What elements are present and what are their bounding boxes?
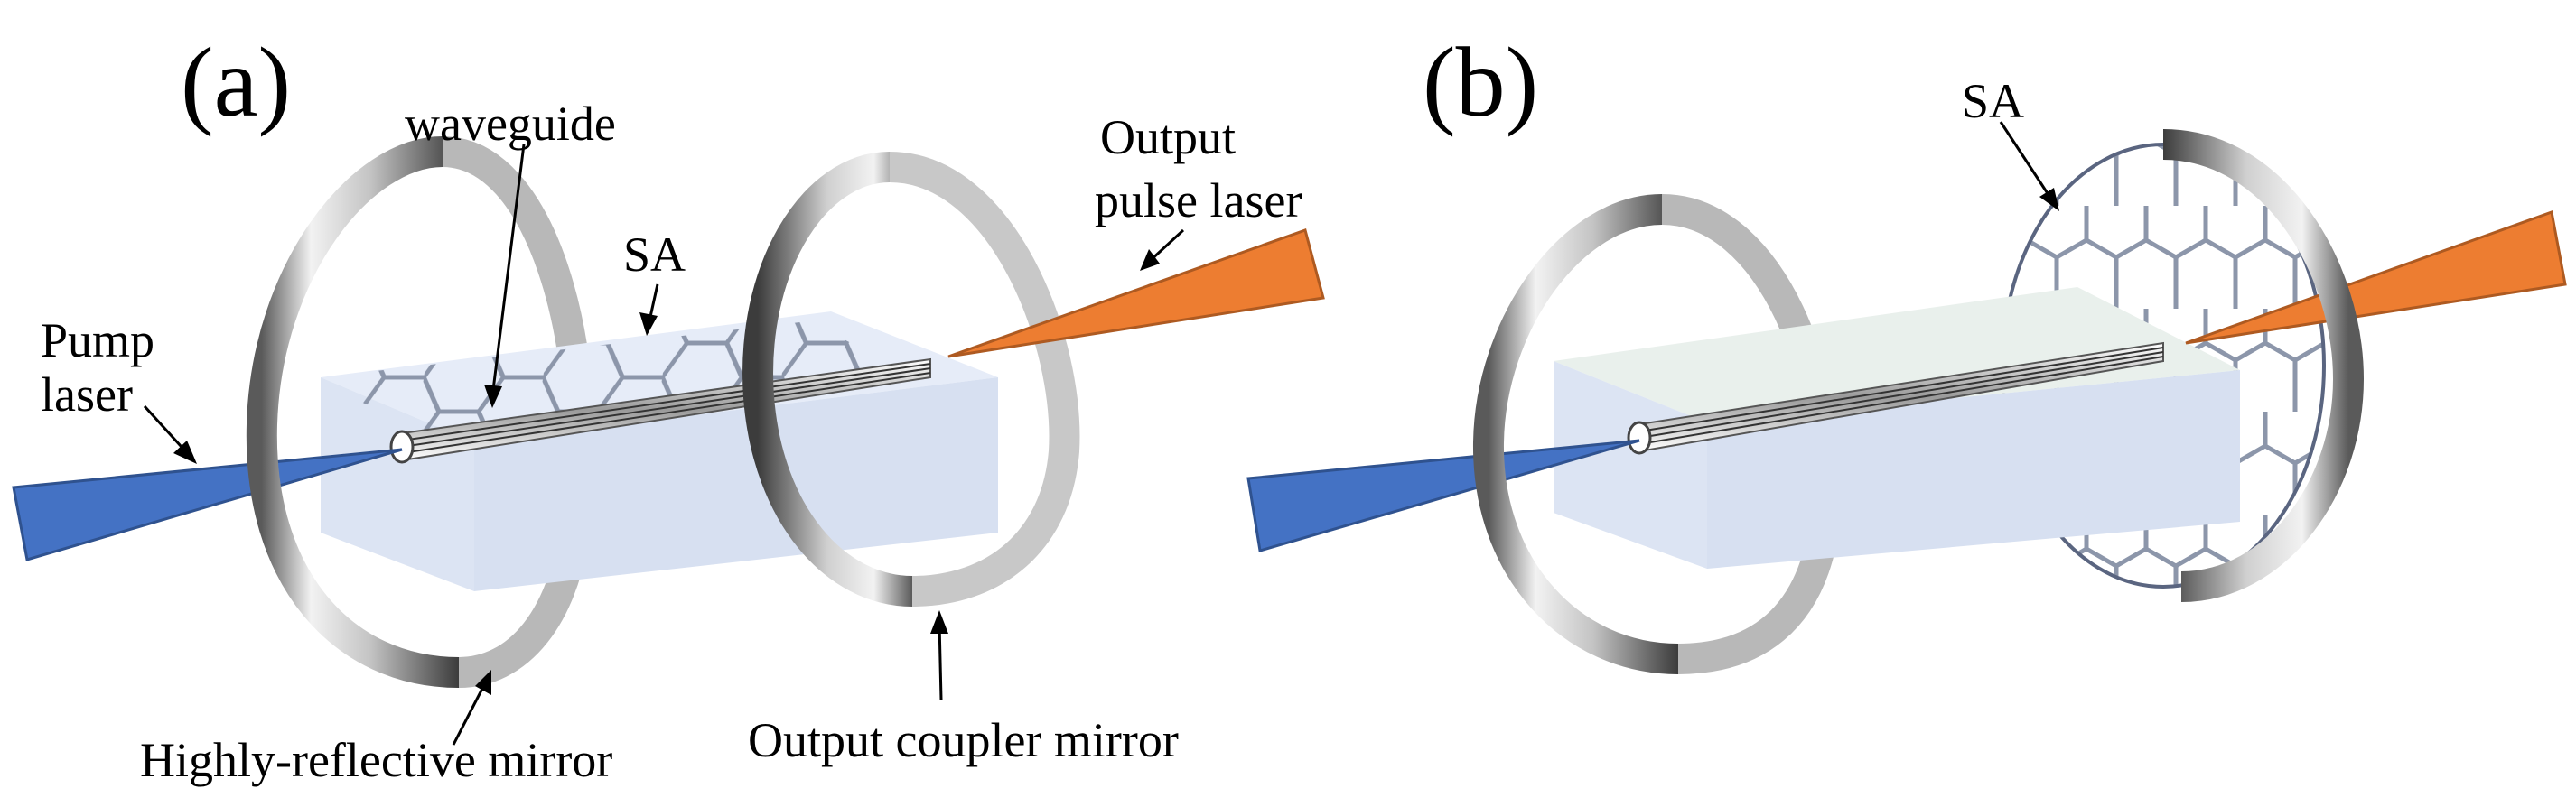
label-pump-line1: Pump: [41, 313, 154, 367]
crystal-slab-a: [321, 311, 998, 591]
pump-beam-a: [12, 448, 403, 561]
label-output-line2: pulse laser: [1095, 173, 1302, 227]
waveguide-a: [389, 357, 931, 464]
label-pump-line2: laser: [41, 367, 133, 422]
output-beam-b: [2185, 209, 2567, 345]
label-sa-a: SA: [623, 227, 686, 282]
crystal-side-face-b: [1707, 370, 2240, 569]
annotation-arrows-a: [143, 144, 1185, 746]
hr-mirror-ring: [246, 136, 460, 688]
output-beam-a: [947, 228, 1325, 358]
crystal-slab-b: [1554, 287, 2240, 569]
panel-a: (a): [12, 27, 1325, 787]
label-oc-mirror: Output coupler mirror: [748, 713, 1179, 767]
oc-mirror-back: [889, 152, 1080, 607]
panel-b-label: (b): [1423, 27, 1538, 137]
crystal-side-face: [474, 377, 998, 591]
panel-b: (b): [1246, 27, 2567, 674]
label-waveguide: waveguide: [405, 97, 616, 151]
hr-mirror-ring-b: [1472, 194, 1679, 674]
label-output-line1: Output: [1100, 110, 1236, 164]
panel-a-label: (a): [181, 27, 291, 137]
crystal-front-face-b: [1554, 361, 1707, 569]
oc-mirror-ring-b: [2162, 129, 2365, 602]
label-sa-b: SA: [1962, 74, 2024, 128]
oc-mirror-ring: [742, 152, 913, 607]
pump-beam-b: [1246, 439, 1640, 552]
crystal-top-face-b: [1554, 287, 2240, 422]
label-hr-mirror: Highly-reflective mirror: [140, 733, 612, 787]
waveguide-b: [1627, 341, 2164, 455]
